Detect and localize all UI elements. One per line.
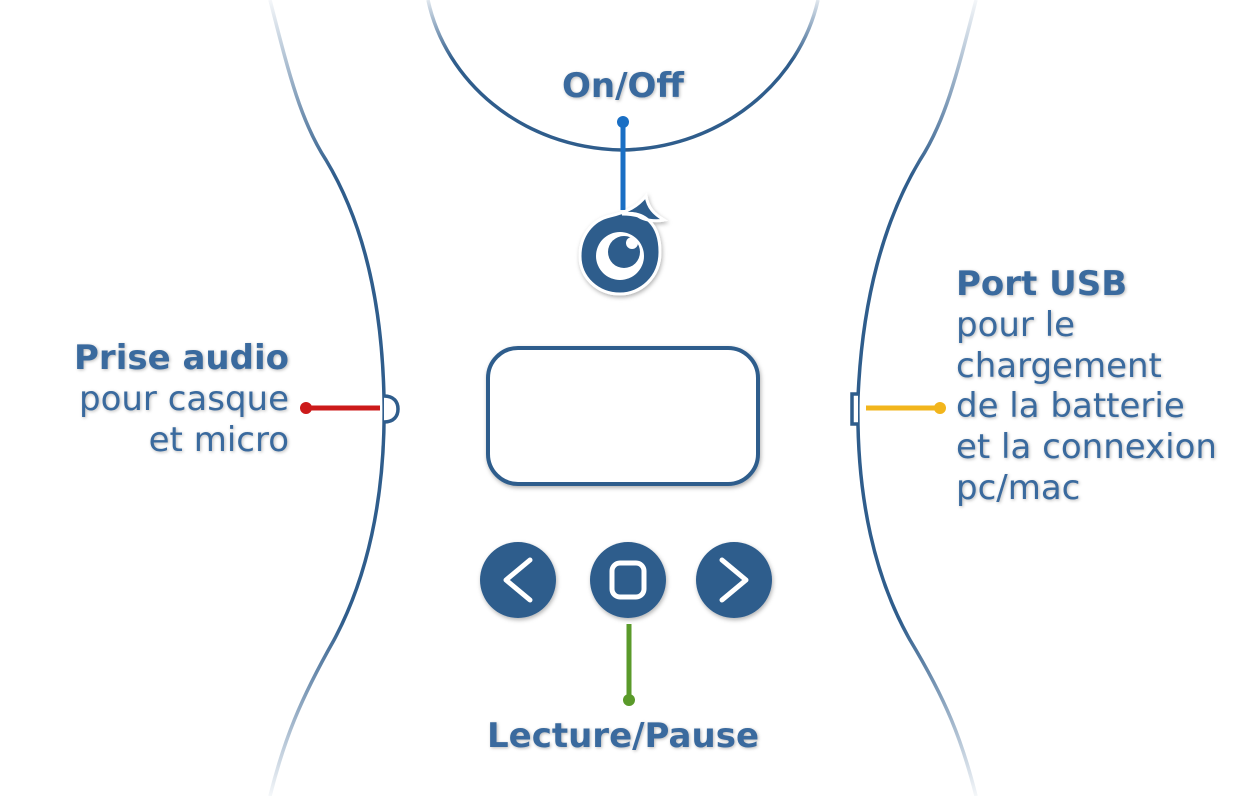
prev-button[interactable] xyxy=(480,542,556,618)
audio-label: Prise audio pour casque et micro xyxy=(74,338,289,460)
usb-title: Port USB xyxy=(956,264,1128,304)
usb-desc-line: pc/mac xyxy=(956,467,1081,508)
onoff-label: On/Off xyxy=(0,66,1246,107)
audio-desc-line: pour casque xyxy=(78,378,289,419)
play-pause-button[interactable] xyxy=(590,542,666,618)
usb-desc-line: pour le xyxy=(956,304,1076,345)
chevron-right-icon xyxy=(719,557,749,603)
usb-label: Port USB pour le chargement de la batter… xyxy=(956,264,1217,509)
audio-desc-line: et micro xyxy=(148,419,289,460)
play-pause-label: Lecture/Pause xyxy=(0,716,1246,757)
device-screen xyxy=(486,346,760,486)
audio-title: Prise audio xyxy=(74,338,289,378)
usb-leader-dot xyxy=(934,402,946,414)
play-leader-dot xyxy=(623,694,635,706)
usb-port-notch xyxy=(850,392,858,426)
usb-desc-line: chargement xyxy=(956,345,1162,386)
audio-leader-dot xyxy=(300,402,312,414)
play-pause-title: Lecture/Pause xyxy=(486,716,760,756)
next-button[interactable] xyxy=(696,542,772,618)
onoff-title: On/Off xyxy=(562,66,684,106)
chevron-left-icon xyxy=(503,557,533,603)
usb-desc-line: et la connexion xyxy=(956,427,1217,468)
usb-desc-line: de la batterie xyxy=(956,386,1185,427)
audio-jack-notch xyxy=(383,394,400,424)
onoff-leader-dot xyxy=(617,116,629,128)
stop-square-icon xyxy=(609,560,647,600)
power-button[interactable] xyxy=(578,192,669,296)
